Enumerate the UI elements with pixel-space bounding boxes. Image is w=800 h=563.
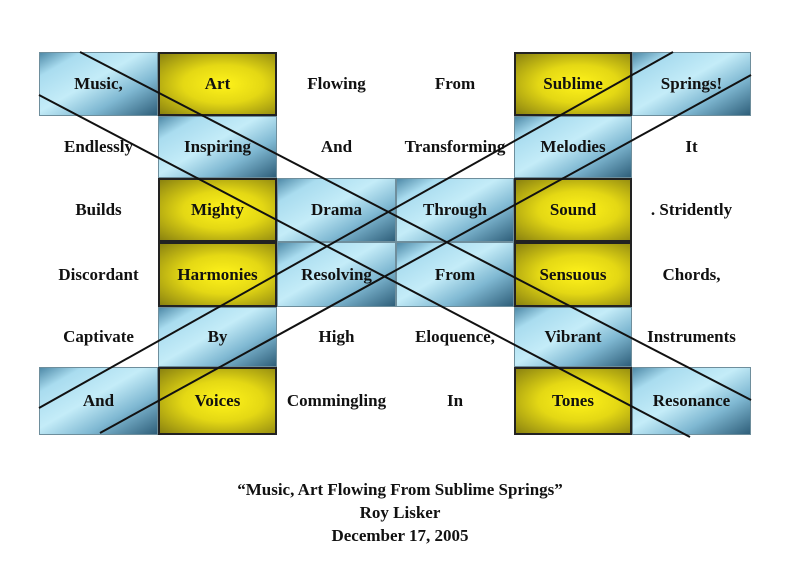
poem-cell-plain: Transforming xyxy=(404,137,506,156)
poem-cell-blue: Vibrant xyxy=(514,307,632,367)
poem-cell-plain: Instruments xyxy=(647,327,736,346)
poem-cell-plain: It xyxy=(685,137,698,156)
poem-cell-yellow: Sensuous xyxy=(514,242,632,307)
poem-cell-blue: Melodies xyxy=(514,116,632,178)
poem-cell-yellow: Harmonies xyxy=(158,242,277,307)
caption-title: “Music, Art Flowing From Sublime Springs… xyxy=(237,480,563,499)
poem-cell-plain: High xyxy=(318,327,355,346)
poem-cell-blue: Inspiring xyxy=(158,116,277,178)
poem-cell-blue: Resolving xyxy=(277,242,396,307)
poem-cell-blue: From xyxy=(396,242,514,307)
poem-cell-yellow: Sublime xyxy=(514,52,632,116)
poem-cell-blue: By xyxy=(158,307,277,367)
poem-cell-plain: Commingling xyxy=(286,391,387,410)
caption-author: Roy Lisker xyxy=(359,503,441,522)
poem-cell-plain: Flowing xyxy=(307,74,366,93)
poem-cell-plain: From xyxy=(434,74,476,93)
poem-cell-plain: Builds xyxy=(75,200,122,219)
poem-cell-blue: Resonance xyxy=(632,367,751,435)
caption-date: December 17, 2005 xyxy=(331,526,469,545)
poem-cell-blue: Springs! xyxy=(632,52,751,116)
poem-cell-yellow: Sound xyxy=(514,178,632,242)
poem-cell-plain: Captivate xyxy=(63,327,134,346)
poem-cell-blue: Through xyxy=(396,178,514,242)
poem-cell-blue: Drama xyxy=(277,178,396,242)
poem-cell-plain: Endlessly xyxy=(64,137,133,156)
poem-cell-yellow: Mighty xyxy=(158,178,277,242)
poem-cell-blue: And xyxy=(39,367,158,435)
poem-cell-plain: . Stridently xyxy=(650,200,733,219)
poem-cell-blue: Music, xyxy=(39,52,158,116)
poem-cell-yellow: Art xyxy=(158,52,277,116)
poem-cell-plain: Eloquence, xyxy=(415,327,495,346)
poem-cell-yellow: Voices xyxy=(158,367,277,435)
poem-cell-plain: Discordant xyxy=(58,264,139,284)
poem-cell-plain: And xyxy=(320,137,353,156)
poem-cell-plain: In xyxy=(446,391,464,410)
poem-cell-plain: Chords, xyxy=(662,264,721,284)
poem-cell-yellow: Tones xyxy=(514,367,632,435)
